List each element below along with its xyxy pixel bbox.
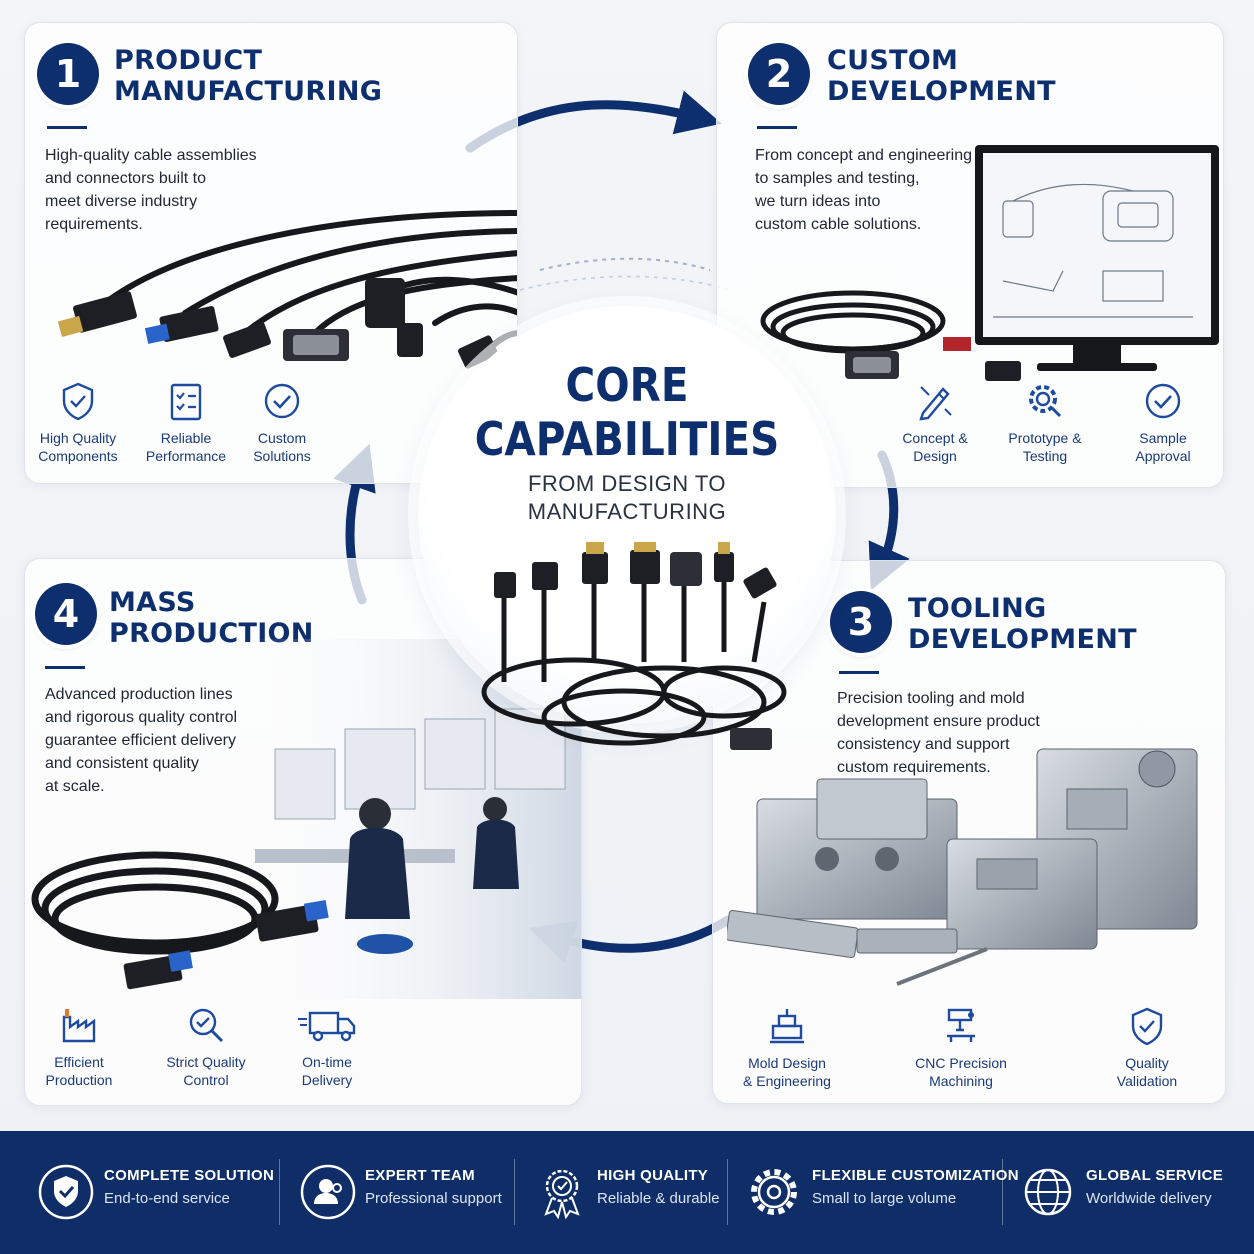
title-underline <box>45 666 85 669</box>
feature-label: CNC Precision <box>915 1055 1007 1071</box>
award-badge-icon <box>544 1169 580 1220</box>
feature-label: On-time <box>302 1054 352 1070</box>
footer-divider <box>279 1159 280 1225</box>
feature-item: Quality Validation <box>1087 1006 1207 1090</box>
delivery-truck-icon <box>298 1011 356 1042</box>
feature-label: Solutions <box>253 448 311 464</box>
feature-label: Efficient <box>54 1054 104 1070</box>
feature-label: & Engineering <box>743 1073 831 1089</box>
magnifier-check-icon <box>189 1008 224 1043</box>
check-circle-icon <box>1145 383 1181 419</box>
feature-item: Custom Solutions <box>222 381 342 465</box>
footer-item-title: GLOBAL SERVICE <box>1086 1167 1224 1184</box>
footer-item-subtitle: End-to-end service <box>104 1190 230 1207</box>
footer-item-subtitle: Reliable & durable <box>597 1190 720 1207</box>
footer-item-subtitle: Small to large volume <box>812 1190 957 1207</box>
globe-icon <box>1024 1168 1072 1216</box>
feature-item: Prototype & Testing <box>985 381 1105 465</box>
title-underline <box>757 126 797 129</box>
feature-label: Design <box>913 448 957 464</box>
footer-item-title: FLEXIBLE CUSTOMIZATION <box>812 1167 1019 1184</box>
cad-monitor-illustration <box>760 145 1219 381</box>
step-number-badge: 4 <box>35 583 97 645</box>
footer-item-title: COMPLETE SOLUTION <box>104 1167 275 1184</box>
feature-item: Concept & Design <box>875 381 995 465</box>
feature-label: Quality <box>1125 1055 1169 1071</box>
check-circle-icon <box>264 383 300 419</box>
step-number-badge: 2 <box>748 43 810 105</box>
feature-label: Control <box>183 1072 229 1088</box>
footer-item-title: HIGH QUALITY <box>597 1167 709 1184</box>
shield-check-icon <box>62 382 94 421</box>
step-number-badge: 3 <box>830 591 892 653</box>
feature-item: High Quality Components <box>25 381 138 465</box>
factory-production-illustration <box>31 639 581 999</box>
step-number-badge: 1 <box>37 43 99 105</box>
user-group-icon <box>300 1164 356 1220</box>
footer-divider <box>514 1159 515 1225</box>
feature-label: Sample <box>1139 430 1187 446</box>
cnc-machine-icon <box>947 1008 975 1042</box>
feature-label: Mold Design <box>748 1055 826 1071</box>
feature-label: Machining <box>929 1073 993 1089</box>
title-underline <box>839 671 879 674</box>
feature-item: CNC Precision Machining <box>901 1006 1021 1090</box>
mold-icon <box>770 1009 804 1044</box>
feature-label: Production <box>45 1072 113 1088</box>
shield-check-icon <box>1131 1007 1163 1046</box>
feature-label: Approval <box>1135 448 1191 464</box>
feature-label: Validation <box>1116 1073 1178 1089</box>
cable-connectors-illustration <box>57 210 517 369</box>
cable-bundle-illustration <box>481 542 787 750</box>
feature-label: Performance <box>145 448 227 464</box>
feature-label: Strict Quality <box>166 1054 246 1070</box>
feature-label: Testing <box>1022 448 1068 464</box>
feature-item: On-time Delivery <box>267 1005 387 1089</box>
feature-item: Strict Quality Control <box>146 1005 266 1089</box>
footer-divider <box>1002 1159 1003 1225</box>
gear-search-icon <box>1029 385 1062 418</box>
title-underline <box>47 126 87 129</box>
feature-item: Reliable Performance <box>126 381 246 465</box>
feature-item: Sample Approval <box>1103 381 1223 465</box>
feature-label: High Quality <box>39 430 117 446</box>
feature-label: Custom <box>257 430 307 446</box>
feature-label: Reliable <box>160 430 212 446</box>
mold-tooling-illustration <box>727 748 1198 986</box>
feature-label: Prototype & <box>1008 430 1082 446</box>
footer-divider <box>727 1159 728 1225</box>
footer-banner: COMPLETE SOLUTION End-to-end service EXP… <box>0 1131 1254 1254</box>
feature-item: Efficient Production <box>25 1005 139 1089</box>
factory-icon <box>62 1009 96 1043</box>
feature-item: Mold Design & Engineering <box>727 1006 847 1090</box>
footer-item-subtitle: Worldwide delivery <box>1086 1190 1212 1207</box>
shield-check-icon <box>38 1164 94 1220</box>
footer-item-subtitle: Professional support <box>365 1190 502 1207</box>
feature-label: Components <box>38 448 118 464</box>
gear-icon <box>751 1169 797 1215</box>
footer-item-title: EXPERT TEAM <box>365 1167 475 1184</box>
feature-label: Concept & <box>902 430 968 446</box>
pencil-ruler-icon <box>919 386 952 421</box>
clipboard-check-icon <box>170 383 202 421</box>
feature-label: Delivery <box>301 1072 353 1088</box>
